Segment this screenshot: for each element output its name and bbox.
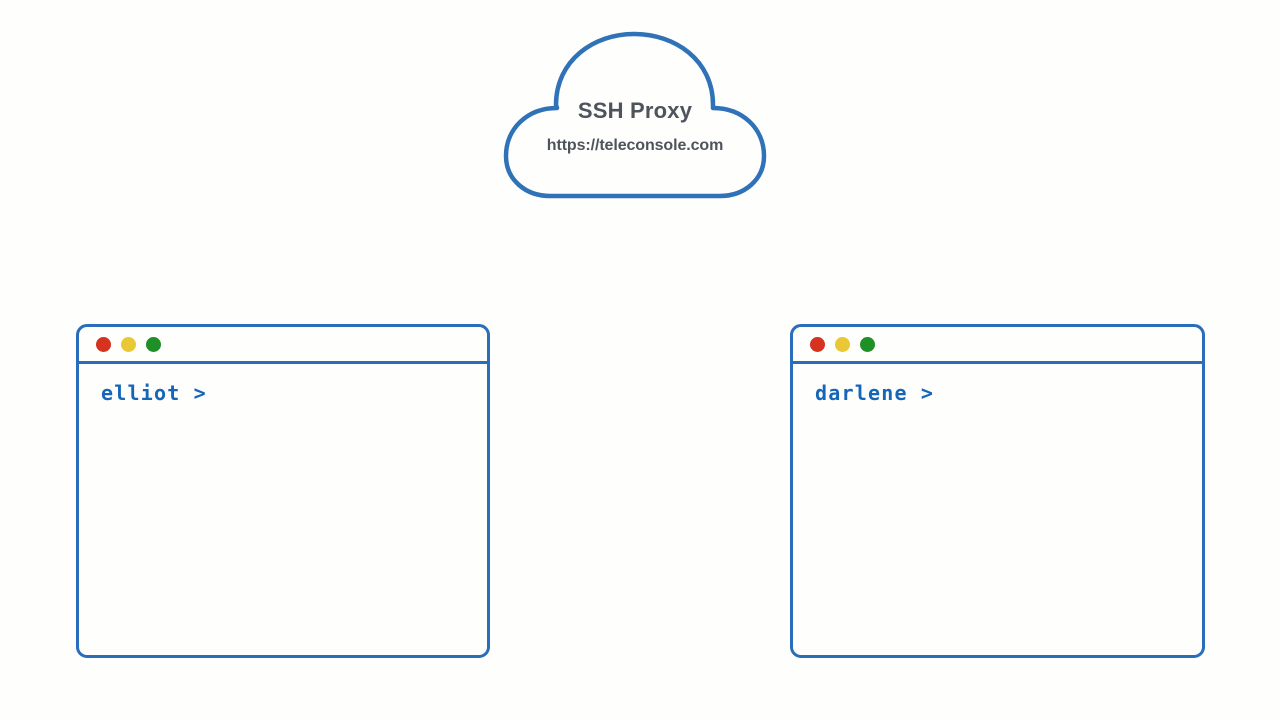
close-button[interactable] bbox=[810, 336, 825, 352]
close-button[interactable] bbox=[96, 336, 111, 352]
terminal-titlebar bbox=[79, 327, 487, 364]
terminal-body[interactable]: elliot > bbox=[79, 364, 487, 405]
minimize-button[interactable] bbox=[835, 336, 850, 352]
terminal-body[interactable]: darlene > bbox=[793, 364, 1202, 405]
minimize-button[interactable] bbox=[121, 336, 136, 352]
terminal-window-elliot[interactable]: elliot > bbox=[76, 324, 490, 658]
maximize-button[interactable] bbox=[860, 336, 875, 352]
terminal-prompt: elliot > bbox=[101, 381, 207, 405]
cloud-icon bbox=[503, 31, 767, 199]
ssh-proxy-cloud-node: SSH Proxy https://teleconsole.com bbox=[498, 28, 772, 202]
maximize-button[interactable] bbox=[146, 336, 161, 352]
terminal-titlebar bbox=[793, 327, 1202, 364]
terminal-prompt: darlene > bbox=[815, 381, 935, 405]
terminal-window-darlene[interactable]: darlene > bbox=[790, 324, 1205, 658]
